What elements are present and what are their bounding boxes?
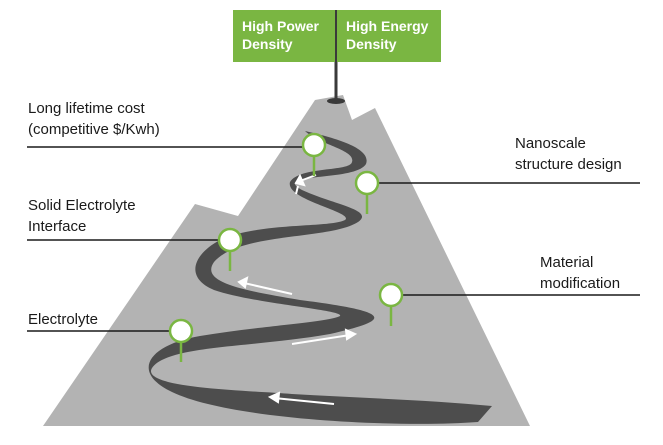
road-arrow: [291, 334, 351, 345]
road-arrow: [295, 185, 299, 195]
label-electrolyte: Electrolyte: [28, 311, 99, 328]
label-material: Material modification: [540, 254, 621, 292]
flag-pole-base: [327, 98, 345, 104]
label-sei: Solid Electrolyte Interface: [28, 197, 136, 235]
label-lifetime-cost: Long lifetime cost (competitive $/Kwh): [28, 100, 160, 138]
road-arrow: [243, 282, 293, 295]
road-arrow-head: [267, 391, 281, 404]
flag-left: [233, 10, 335, 62]
road-arrow-head: [237, 276, 249, 289]
leader-lines: [27, 146, 640, 332]
road-arrow-head: [344, 328, 358, 341]
pin-material: [378, 282, 404, 326]
flag-right: [337, 10, 441, 62]
road: [148, 131, 492, 424]
label-nanoscale: Nanoscale structure design: [515, 135, 622, 173]
flag-right-text: High Energy Density: [346, 18, 429, 52]
pin-nanoscale: [354, 170, 380, 214]
pin-lifetime: [301, 132, 327, 176]
flag-left-text: High Power Density: [242, 18, 320, 52]
pin-electrolyte: [168, 318, 194, 362]
road-arrow-head: [294, 173, 306, 187]
mountain: [43, 95, 530, 426]
road-arrow: [273, 397, 335, 405]
road-arrows: [237, 173, 358, 405]
pin-sei: [217, 227, 243, 271]
